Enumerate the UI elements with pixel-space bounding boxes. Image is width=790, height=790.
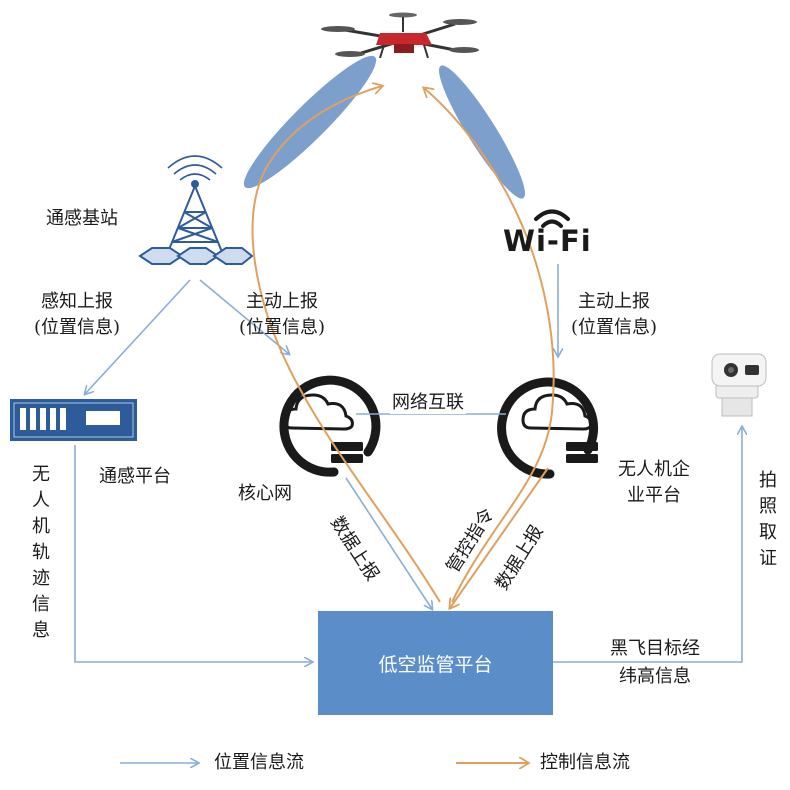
legend-control-label: 控制信息流	[540, 752, 630, 773]
ptz-camera-icon	[711, 353, 767, 417]
core-network-node-icon	[279, 375, 381, 477]
enterprise-platform-label: 无人机企业平台	[618, 459, 690, 506]
control-flow-left-path	[251, 86, 441, 603]
active-report-core-position-label: (位置信息)	[238, 317, 326, 338]
base-station-label: 通感基站	[46, 208, 118, 229]
cloud-icon	[521, 393, 593, 431]
black-flight-info-label-line1: 黑飞目标经	[610, 638, 700, 659]
wifi-icon	[534, 209, 570, 228]
active-report-enterprise-position-label: (位置信息)	[570, 317, 658, 338]
data-report-core-arrow	[345, 477, 432, 609]
active-report-enterprise-label: 主动上报	[578, 291, 650, 312]
black-flight-info-label-line2: 纬高信息	[619, 666, 691, 687]
server-icon	[331, 442, 363, 463]
cloud-icon	[282, 393, 354, 431]
core-network-label: 核心网	[238, 483, 292, 504]
sensing-platform-label: 通感平台	[99, 466, 171, 487]
base-station-tower-icon	[138, 155, 254, 265]
black-flight-info-arrow	[553, 427, 742, 663]
server-icon	[566, 442, 598, 463]
regulatory-platform-box: 低空监管平台	[318, 611, 553, 715]
antenna-beam-left	[243, 55, 377, 189]
legend-position-label: 位置信息流	[214, 752, 304, 773]
sense-report-label: 感知上报	[41, 291, 113, 312]
sense-report-position-label: (位置信息)	[33, 317, 121, 338]
sensing-platform-device-icon	[10, 399, 137, 441]
uav-track-arrow	[74, 445, 312, 662]
uav-track-info-label: 无人机轨迹信息	[32, 464, 50, 641]
network-interconnect-label: 网络互联	[390, 392, 466, 414]
control-command-arrow	[450, 467, 549, 608]
sense-report-arrow	[85, 279, 191, 394]
antenna-beam-right	[438, 65, 526, 199]
active-report-core-label: 主动上报	[246, 291, 318, 312]
photo-evidence-label: 拍照取证	[759, 470, 777, 569]
active-report-core-arrow	[199, 279, 289, 354]
regulatory-platform-label: 低空监管平台	[378, 653, 493, 676]
drone-icon	[321, 12, 479, 59]
control-flow-right-path	[424, 88, 555, 603]
wifi-label: Wi-Fi	[503, 224, 592, 258]
enterprise-platform-node-icon	[497, 377, 599, 479]
